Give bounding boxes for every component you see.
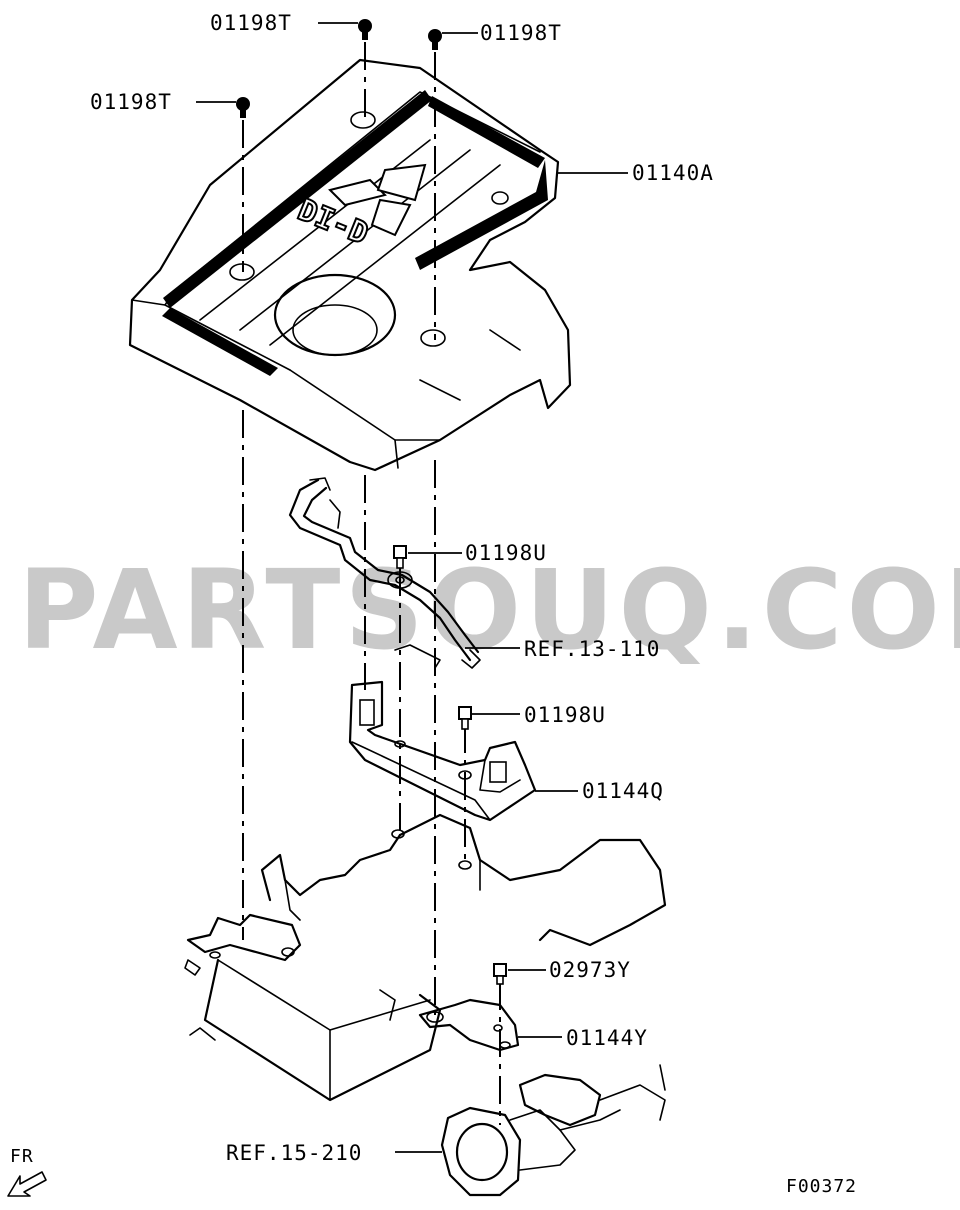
callout-label[interactable]: 01140A bbox=[632, 161, 714, 185]
callout-label[interactable]: 01144Q bbox=[582, 779, 664, 803]
watermark: PARTSOUQ.COM bbox=[18, 546, 960, 674]
hose-assembly[interactable] bbox=[288, 477, 481, 669]
bolt-01198U-icon[interactable] bbox=[458, 706, 472, 730]
callout-label[interactable]: REF.15-210 bbox=[226, 1141, 362, 1165]
callout-label[interactable]: 01198T bbox=[210, 11, 292, 35]
bolt-01198T-icon[interactable] bbox=[358, 19, 372, 40]
bolt-01198U-icon[interactable] bbox=[393, 545, 407, 569]
engine-cover[interactable]: DI-D bbox=[128, 58, 572, 472]
callout-label[interactable]: 01198U bbox=[465, 541, 547, 565]
callout-label[interactable]: 01198T bbox=[480, 21, 562, 45]
front-arrow-icon bbox=[7, 1171, 47, 1197]
callout-label[interactable]: REF.13-110 bbox=[524, 637, 660, 661]
callout-label[interactable]: 01198T bbox=[90, 90, 172, 114]
engine-block bbox=[184, 813, 667, 1102]
callout-label[interactable]: 01198U bbox=[524, 703, 606, 727]
orientation-label: FR bbox=[10, 1146, 34, 1167]
bolt-01198T-icon[interactable] bbox=[236, 97, 250, 118]
bolt-02973Y-icon[interactable] bbox=[493, 963, 507, 985]
bracket-01144Q[interactable] bbox=[348, 680, 537, 822]
callout-label[interactable]: 02973Y bbox=[549, 958, 631, 982]
diagram-code: F00372 bbox=[786, 1176, 857, 1197]
bolt-01198T-icon[interactable] bbox=[428, 29, 442, 50]
bracket-01144Y[interactable] bbox=[418, 998, 520, 1052]
bolt-hole bbox=[350, 111, 376, 129]
throttle-body[interactable] bbox=[440, 1064, 666, 1197]
bolt-hole bbox=[420, 329, 446, 347]
callout-label[interactable]: 01144Y bbox=[566, 1026, 648, 1050]
